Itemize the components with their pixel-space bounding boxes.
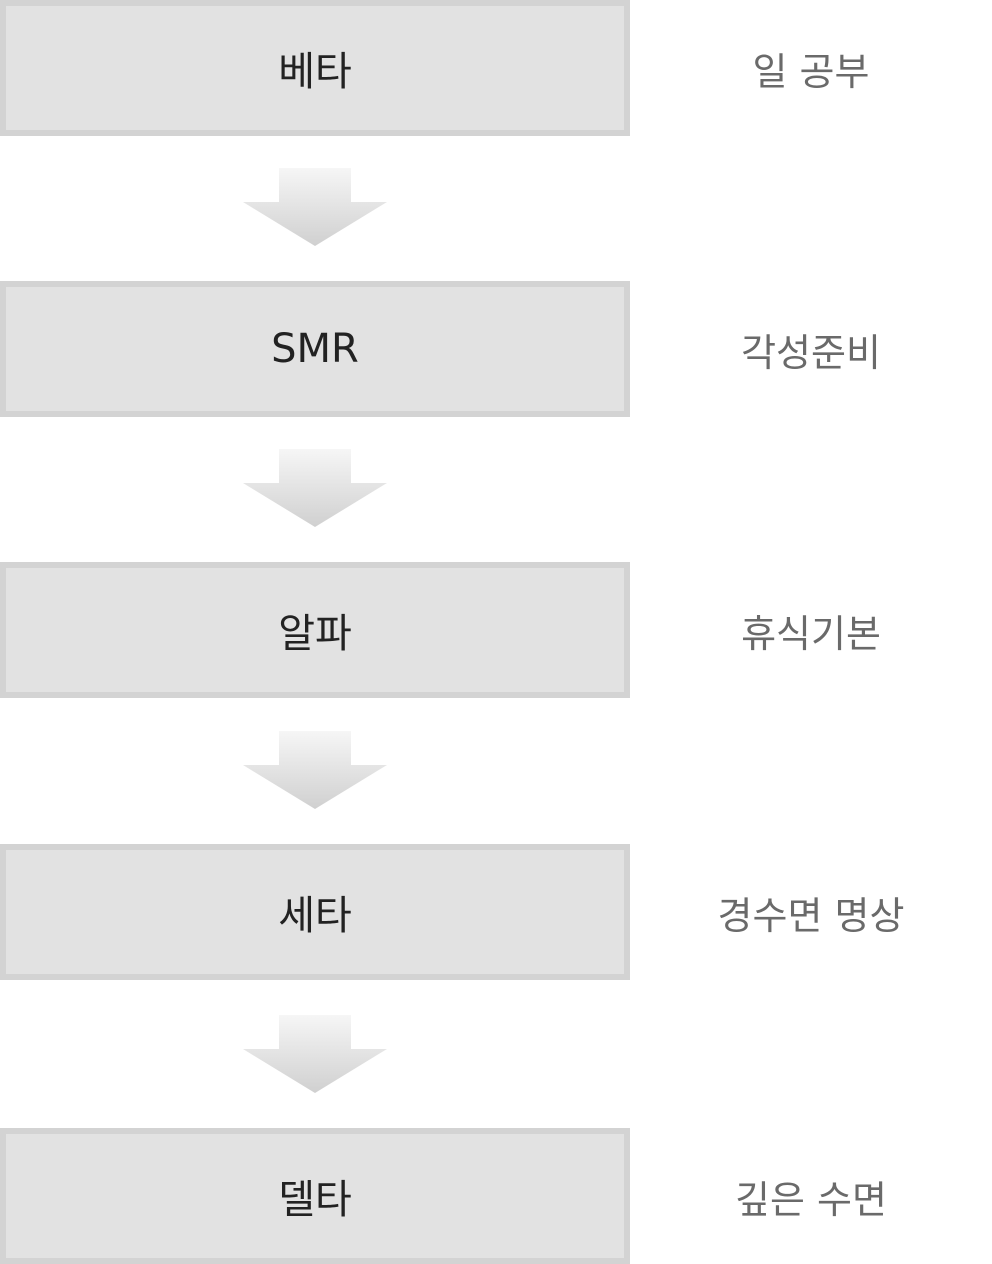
stage-description-text: 각성준비: [741, 330, 881, 375]
stage-label: 알파: [278, 611, 352, 657]
stage-box-delta: 델타: [0, 1128, 630, 1264]
stage-label: 델타: [278, 1177, 352, 1223]
arrow-down-icon: [243, 168, 387, 246]
stage-description-text: 경수면 명상: [717, 893, 905, 938]
stage-description-delta: 깊은 수면: [630, 1128, 992, 1264]
arrow-down-icon: [243, 731, 387, 809]
arrow-down-icon: [243, 449, 387, 527]
stage-description-text: 일 공부: [752, 49, 870, 94]
stage-box-smr: SMR: [0, 281, 630, 417]
stage-description-theta: 경수면 명상: [630, 844, 992, 980]
stage-description-alpha: 휴식기본: [630, 562, 992, 698]
stage-description-smr: 각성준비: [630, 281, 992, 417]
stage-box-theta: 세타: [0, 844, 630, 980]
stage-label: 베타: [278, 49, 352, 95]
stage-description-beta: 일 공부: [630, 0, 992, 136]
stage-description-text: 깊은 수면: [735, 1177, 887, 1222]
arrow-down-icon: [243, 1015, 387, 1093]
stage-box-alpha: 알파: [0, 562, 630, 698]
stage-label: 세타: [278, 893, 352, 939]
stage-box-beta: 베타: [0, 0, 630, 136]
stage-label: SMR: [271, 326, 359, 372]
stage-description-text: 휴식기본: [741, 611, 881, 656]
